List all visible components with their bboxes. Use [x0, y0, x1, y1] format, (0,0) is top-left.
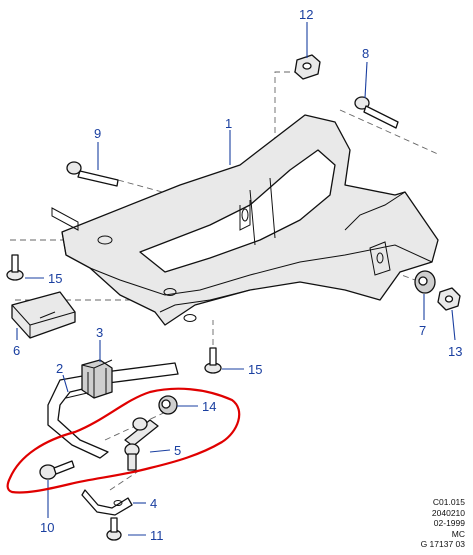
drawing-reference-block: C01.015 2040210 02-1999 MC G 17137 03	[421, 497, 465, 550]
bolt-8	[354, 96, 399, 129]
callout-leaders	[16, 22, 456, 536]
reference-line-1: C01.015	[432, 497, 465, 507]
crossmember-bushing	[414, 270, 436, 294]
bolt-10	[39, 460, 75, 480]
red-highlight-outline	[6, 387, 241, 494]
callout-4: 4	[150, 496, 157, 511]
callout-15-lower: 15	[248, 362, 262, 377]
callout-15-upper: 15	[48, 271, 62, 286]
mount-bushing	[11, 291, 76, 339]
callout-3: 3	[96, 325, 103, 340]
bolt-11	[106, 517, 122, 541]
front-crossmember	[51, 114, 439, 326]
callout-7: 7	[419, 323, 426, 338]
callout-1: 1	[225, 116, 232, 131]
callout-6: 6	[13, 343, 20, 358]
callout-5: 5	[174, 443, 181, 458]
stabilizer-clamp	[81, 489, 133, 516]
reference-line-3: 02-1999	[433, 518, 465, 528]
reference-line-4: MC	[451, 528, 465, 539]
callout-10: 10	[40, 520, 54, 535]
nut-13	[437, 287, 461, 311]
callout-13: 13	[448, 344, 462, 359]
bolt-15-lower	[204, 347, 222, 374]
reference-line-5: G 17137 03	[420, 539, 465, 549]
callout-2: 2	[56, 361, 63, 376]
nut-12	[294, 54, 321, 80]
link-bushing	[158, 395, 178, 415]
reference-line-2: 2040210	[431, 507, 465, 518]
callout-9: 9	[94, 126, 101, 141]
bolt-9	[66, 161, 119, 187]
callout-numbers: 1 2 3 4 5 6 7 8 9 10 11 12 13 14 15 15	[13, 7, 462, 543]
callout-8: 8	[362, 46, 369, 61]
callout-14: 14	[202, 399, 216, 414]
bolt-15-upper	[6, 254, 24, 281]
callout-11: 11	[150, 528, 164, 543]
stabilizer-link	[124, 417, 159, 471]
stabilizer-bracket	[81, 359, 113, 399]
callout-12: 12	[299, 7, 313, 22]
